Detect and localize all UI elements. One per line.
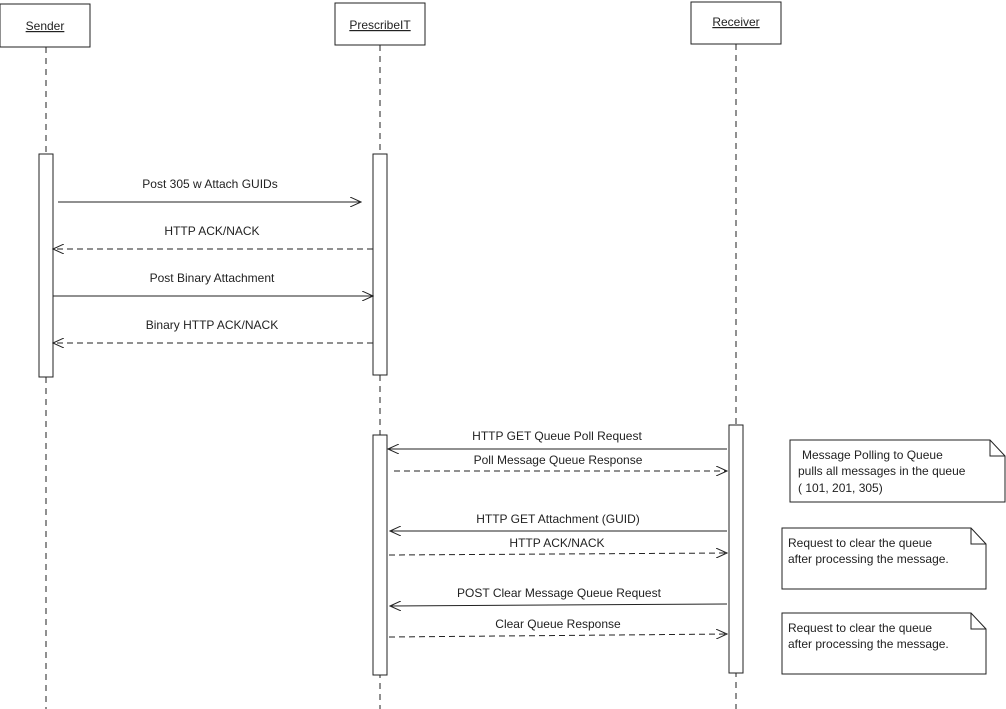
message-http-get-attachment: HTTP GET Attachment (GUID) bbox=[390, 512, 727, 531]
note-clear-queue-1: Request to clear the queue after process… bbox=[781, 527, 987, 590]
message-label: Binary HTTP ACK/NACK bbox=[146, 318, 278, 332]
activation-receiver bbox=[728, 424, 744, 674]
note-line: after processing the message. bbox=[788, 552, 949, 566]
message-label: HTTP GET Attachment (GUID) bbox=[476, 512, 640, 526]
message-label: Post Binary Attachment bbox=[150, 271, 275, 285]
actor-sender-label: Sender bbox=[26, 19, 65, 33]
message-label: HTTP ACK/NACK bbox=[164, 224, 259, 238]
message-post-clear-queue: POST Clear Message Queue Request bbox=[390, 586, 728, 606]
note-line: Message Polling to Queue bbox=[802, 448, 943, 462]
message-http-ack-nack-1: HTTP ACK/NACK bbox=[53, 224, 373, 249]
message-label: Poll Message Queue Response bbox=[474, 453, 643, 467]
activation-sender bbox=[38, 153, 54, 378]
actor-prescribeit: PrescribeIT bbox=[334, 2, 426, 46]
message-arrow bbox=[388, 553, 727, 555]
note-message-polling: Message Polling to Queue pulls all messa… bbox=[789, 439, 1006, 503]
message-poll-message-queue-response: Poll Message Queue Response bbox=[394, 453, 727, 471]
message-post-binary-attachment: Post Binary Attachment bbox=[53, 271, 373, 296]
message-post-305: Post 305 w Attach GUIDs bbox=[58, 177, 361, 202]
actor-prescribeit-label: PrescribeIT bbox=[349, 18, 411, 32]
note-line: after processing the message. bbox=[788, 637, 949, 651]
message-label: Clear Queue Response bbox=[495, 617, 621, 631]
message-arrow bbox=[388, 634, 727, 637]
note-line: Request to clear the queue bbox=[788, 536, 932, 550]
note-line: pulls all messages in the queue bbox=[798, 464, 966, 478]
actor-sender: Sender bbox=[0, 3, 91, 48]
note-line: ( 101, 201, 305) bbox=[798, 481, 883, 495]
message-label: HTTP GET Queue Poll Request bbox=[472, 429, 642, 443]
activation-prescribeit-1 bbox=[372, 153, 388, 376]
message-arrow bbox=[390, 604, 728, 606]
message-http-get-queue-poll: HTTP GET Queue Poll Request bbox=[388, 429, 727, 449]
message-http-ack-nack-2: HTTP ACK/NACK bbox=[388, 536, 727, 555]
activation-prescribeit-2 bbox=[372, 434, 388, 676]
note-line: Request to clear the queue bbox=[788, 621, 932, 635]
actor-receiver-label: Receiver bbox=[712, 15, 759, 29]
actor-receiver: Receiver bbox=[690, 1, 782, 45]
message-clear-queue-response: Clear Queue Response bbox=[388, 617, 727, 637]
note-clear-queue-2: Request to clear the queue after process… bbox=[781, 612, 987, 675]
message-label: HTTP ACK/NACK bbox=[509, 536, 604, 550]
message-binary-http-ack-nack: Binary HTTP ACK/NACK bbox=[53, 318, 373, 343]
message-label: POST Clear Message Queue Request bbox=[457, 586, 662, 600]
message-label: Post 305 w Attach GUIDs bbox=[142, 177, 277, 191]
